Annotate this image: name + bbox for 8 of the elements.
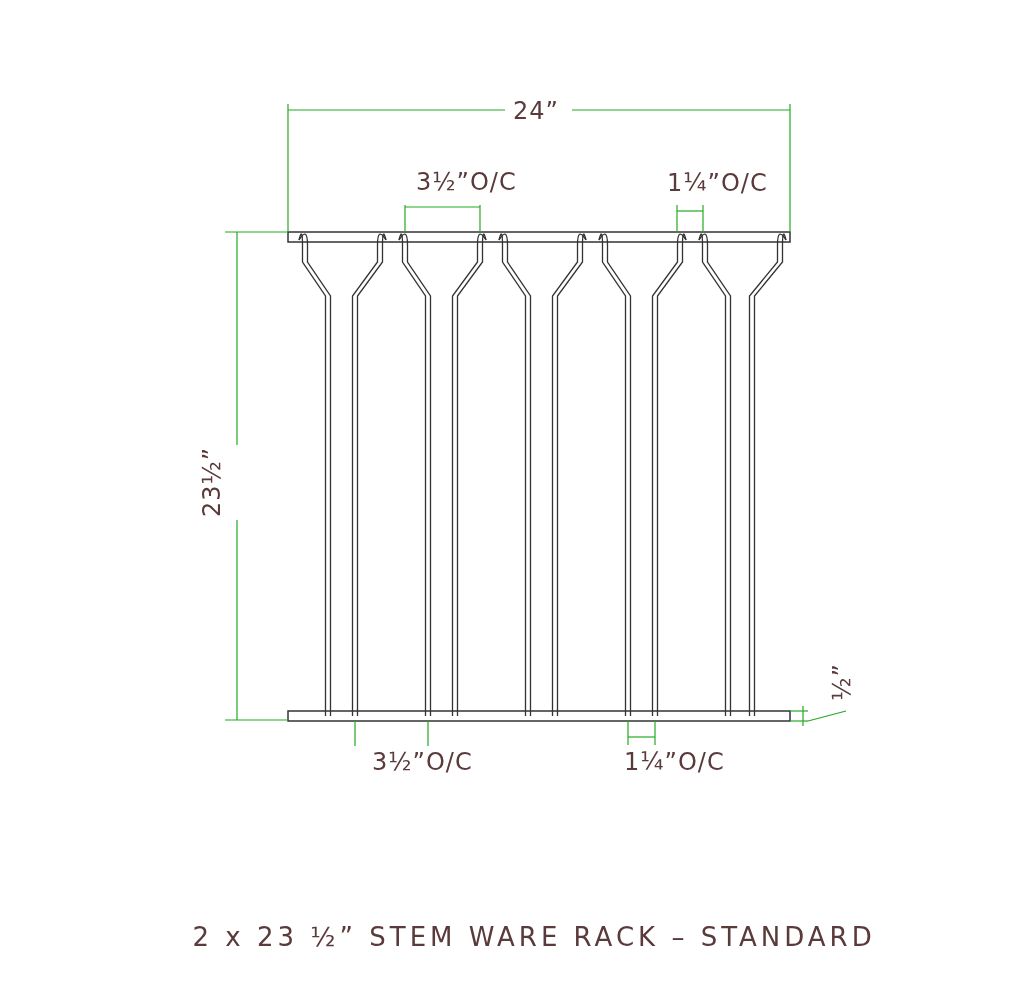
- dimension-label: 23½”: [200, 446, 225, 518]
- dimension-label: 1¼”O/C: [667, 171, 768, 195]
- dimension-label: 24”: [513, 99, 559, 123]
- dimension-label: 1¼”O/C: [624, 750, 725, 774]
- dimension-label: ½”: [829, 663, 854, 701]
- caption: 2 x 23 ½” STEM WARE RACK – STANDARD: [192, 924, 876, 950]
- dimension-label: 3½”O/C: [372, 750, 473, 774]
- dimension-label: 3½”O/C: [416, 170, 517, 194]
